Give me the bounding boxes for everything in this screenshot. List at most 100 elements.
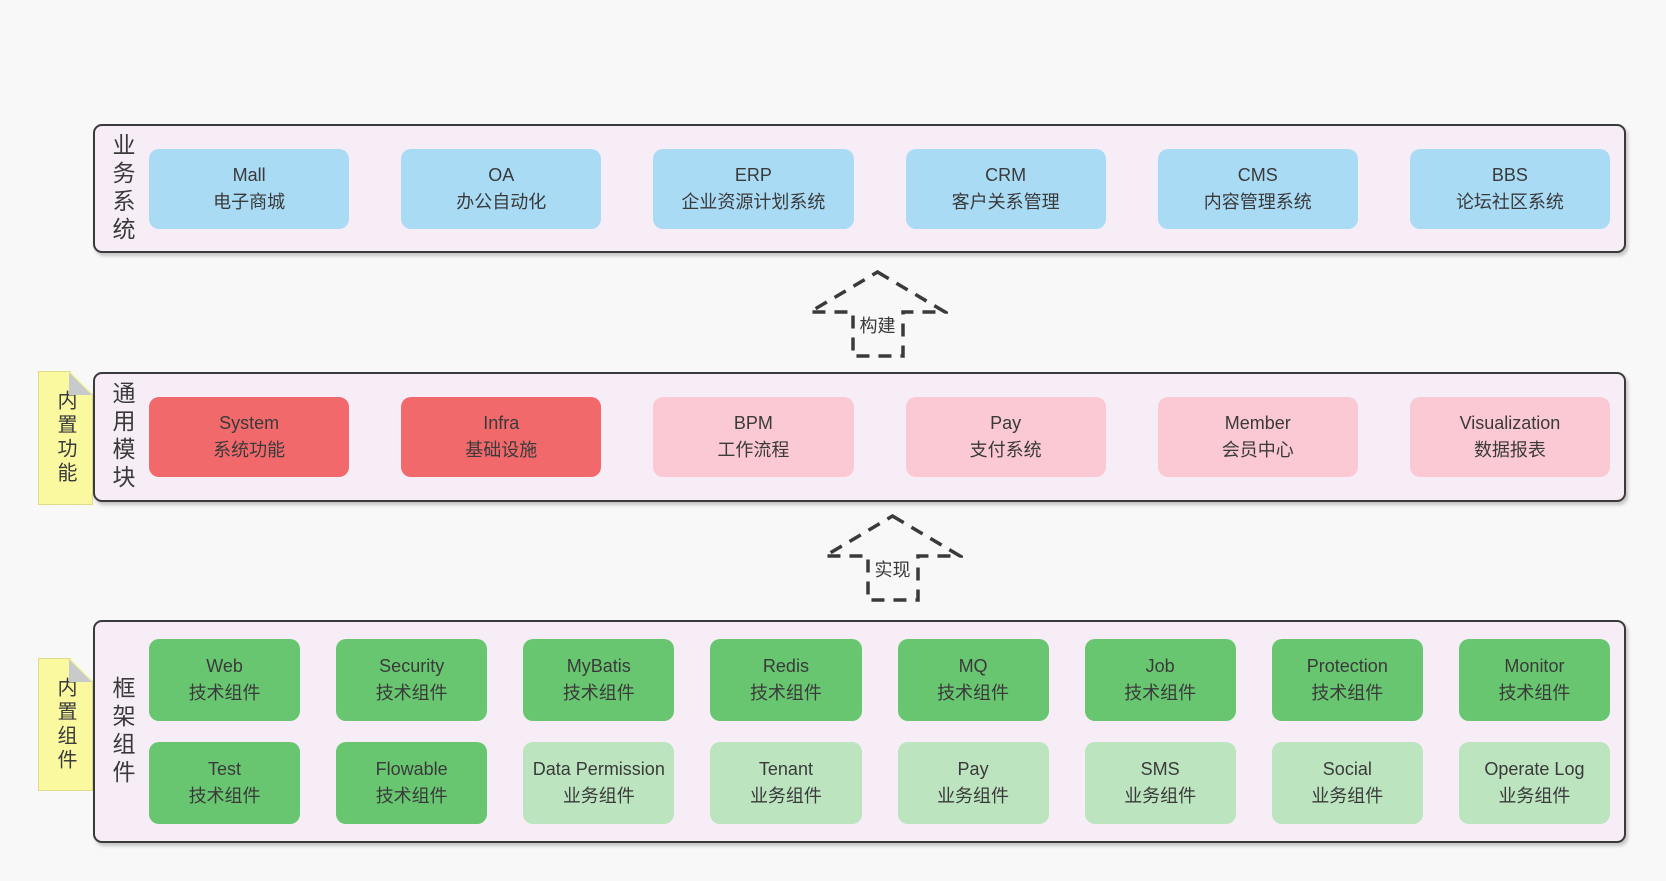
module-subtitle: 会员中心: [1221, 440, 1294, 460]
module-box: Protection 技术组件: [1271, 639, 1423, 721]
up-arrow-icon: [822, 514, 963, 602]
module-box: Pay 支付系统: [905, 397, 1106, 477]
module-row: Test 技术组件 Flowable 技术组件 Data Permission …: [149, 742, 1610, 824]
module-subtitle: 业务组件: [562, 786, 635, 806]
module-box: System 系统功能: [149, 397, 350, 477]
build-arrow: 构建: [807, 270, 948, 358]
module-subtitle: 基础设施: [465, 440, 538, 460]
module-title: Web: [206, 656, 243, 676]
module-subtitle: 系统功能: [213, 440, 286, 460]
band-business-systems: 业务系统 Mall 电子商城 OA 办公自动化 ERP 企业资源计划系统 CRM…: [93, 124, 1626, 253]
sticky-note-label: 内置组件: [54, 676, 76, 773]
module-title: System: [219, 413, 280, 433]
module-box: Monitor 技术组件: [1458, 639, 1610, 721]
module-title: CRM: [985, 164, 1027, 185]
module-title: Job: [1145, 656, 1175, 676]
module-title: BBS: [1491, 164, 1528, 185]
module-title: Visualization: [1459, 413, 1561, 433]
module-title: Tenant: [758, 759, 813, 779]
band-side-label: 业务系统: [109, 132, 135, 245]
module-subtitle: 技术组件: [937, 683, 1010, 703]
module-box: Web 技术组件: [149, 639, 301, 721]
module-box: Flowable 技术组件: [336, 742, 488, 824]
module-title: SMS: [1140, 759, 1180, 779]
module-subtitle: 技术组件: [375, 786, 448, 806]
module-title: Member: [1224, 413, 1291, 433]
module-box: Redis 技术组件: [710, 639, 862, 721]
module-box: OA 办公自动化: [401, 148, 602, 229]
band-framework-components: 框架组件 Web 技术组件 Security 技术组件 MyBatis 技术组件…: [93, 620, 1626, 843]
module-box: MQ 技术组件: [897, 639, 1049, 721]
module-box: BPM 工作流程: [653, 397, 854, 477]
module-title: BPM: [733, 413, 773, 433]
module-box: BBS 论坛社区系统: [1409, 148, 1611, 229]
module-title: Test: [208, 759, 242, 779]
implement-arrow: 实现: [822, 514, 963, 602]
module-subtitle: 技术组件: [1124, 683, 1197, 703]
module-row: System 系统功能 Infra 基础设施 BPM 工作流程 Pay 支付系统…: [149, 397, 1611, 477]
module-box: Visualization 数据报表: [1409, 397, 1611, 477]
module-subtitle: 数据报表: [1473, 440, 1546, 460]
module-title: MQ: [958, 656, 988, 676]
module-subtitle: 电子商城: [213, 191, 286, 212]
module-subtitle: 客户关系管理: [951, 191, 1060, 212]
sticky-note-label: 内置功能: [54, 390, 76, 486]
band-side-label: 通用模块: [109, 381, 135, 493]
band-content: Web 技术组件 Security 技术组件 MyBatis 技术组件 Redi…: [149, 622, 1624, 841]
module-title: Protection: [1306, 656, 1388, 676]
module-box: Pay 业务组件: [897, 742, 1049, 824]
arrow-label: 构建: [857, 312, 898, 338]
module-subtitle: 技术组件: [188, 786, 261, 806]
module-box: CRM 客户关系管理: [905, 148, 1106, 229]
module-box: Member 会员中心: [1157, 397, 1358, 477]
module-box: CMS 内容管理系统: [1157, 148, 1358, 229]
band-content: System 系统功能 Infra 基础设施 BPM 工作流程 Pay 支付系统…: [149, 374, 1624, 500]
arrow-label: 实现: [872, 556, 913, 582]
module-box: ERP 企业资源计划系统: [653, 148, 854, 229]
module-title: Flowable: [375, 759, 448, 779]
module-subtitle: 企业资源计划系统: [681, 191, 826, 212]
module-box: Operate Log 业务组件: [1458, 742, 1610, 824]
module-title: Data Permission: [532, 759, 665, 779]
module-subtitle: 业务组件: [937, 786, 1010, 806]
module-box: Social 业务组件: [1271, 742, 1423, 824]
module-subtitle: 业务组件: [749, 786, 822, 806]
module-subtitle: 工作流程: [717, 440, 790, 460]
module-box: MyBatis 技术组件: [523, 639, 675, 721]
up-arrow-icon: [807, 270, 948, 358]
module-box: Tenant 业务组件: [710, 742, 862, 824]
module-title: CMS: [1237, 164, 1278, 185]
module-title: Mall: [232, 164, 266, 185]
module-subtitle: 技术组件: [749, 683, 822, 703]
module-subtitle: 业务组件: [1498, 786, 1571, 806]
module-title: Operate Log: [1484, 759, 1585, 779]
module-row: Mall 电子商城 OA 办公自动化 ERP 企业资源计划系统 CRM 客户关系…: [149, 148, 1611, 229]
module-box: Test 技术组件: [149, 742, 301, 824]
module-title: Pay: [990, 413, 1022, 433]
module-subtitle: 技术组件: [375, 683, 448, 703]
module-subtitle: 论坛社区系统: [1455, 191, 1564, 212]
module-box: Job 技术组件: [1084, 639, 1236, 721]
module-subtitle: 技术组件: [562, 683, 635, 703]
sticky-note-builtin-features: 内置功能: [38, 371, 93, 505]
module-subtitle: 技术组件: [1311, 683, 1384, 703]
module-title: MyBatis: [566, 656, 631, 676]
band-side-label: 框架组件: [109, 675, 135, 788]
sticky-note-builtin-components: 内置组件: [38, 658, 93, 791]
module-subtitle: 支付系统: [969, 440, 1042, 460]
module-box: SMS 业务组件: [1084, 742, 1236, 824]
module-box: Security 技术组件: [336, 639, 488, 721]
module-subtitle: 技术组件: [188, 683, 261, 703]
module-title: Monitor: [1504, 656, 1565, 676]
band-common-modules: 通用模块 System 系统功能 Infra 基础设施 BPM 工作流程 Pay…: [93, 372, 1626, 502]
module-row: Web 技术组件 Security 技术组件 MyBatis 技术组件 Redi…: [149, 639, 1610, 721]
module-box: Infra 基础设施: [401, 397, 602, 477]
module-title: Infra: [483, 413, 520, 433]
module-subtitle: 办公自动化: [456, 191, 547, 212]
module-title: Social: [1322, 759, 1372, 779]
module-box: Mall 电子商城: [149, 148, 350, 229]
module-title: Security: [379, 656, 445, 676]
module-subtitle: 内容管理系统: [1203, 191, 1312, 212]
module-box: Data Permission 业务组件: [523, 742, 675, 824]
